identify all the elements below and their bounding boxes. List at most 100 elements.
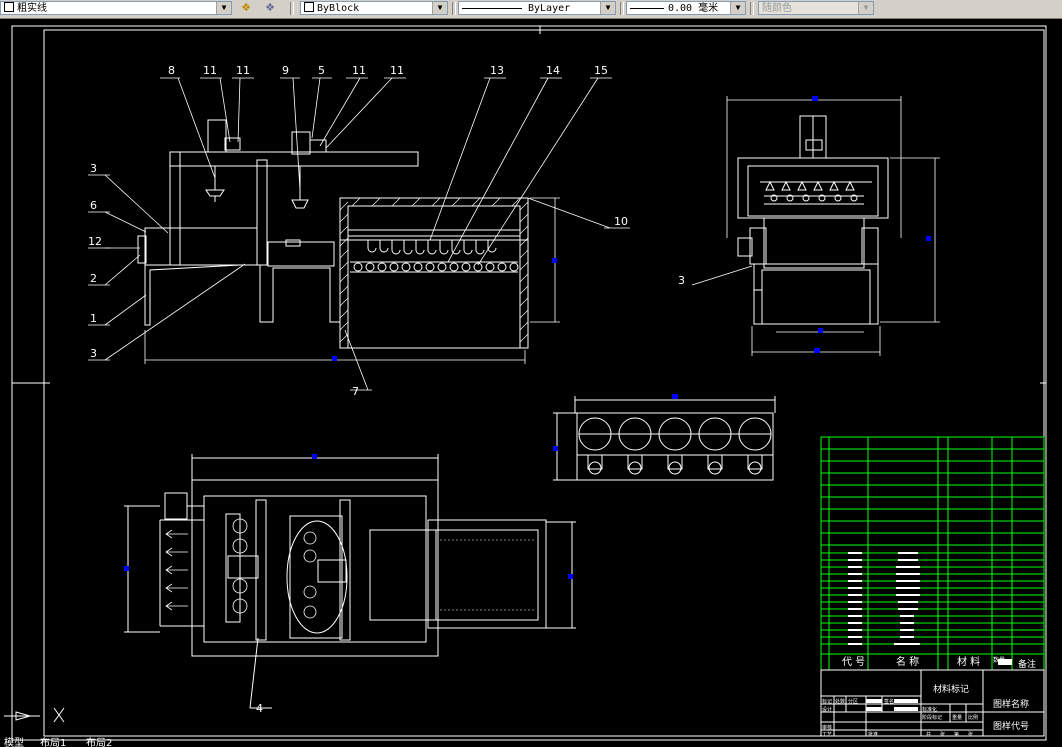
tab-layout1[interactable]: 布局1 <box>40 737 66 747</box>
row-label: 标记 <box>822 698 832 705</box>
chevron-down-icon[interactable]: ▼ <box>600 2 615 14</box>
color-swatch <box>304 2 314 12</box>
ucs-icon <box>4 707 65 723</box>
title-block <box>820 669 1045 737</box>
row-label: 工艺 <box>822 732 832 738</box>
linetype-value: ByLayer <box>528 3 571 14</box>
row-label: 比例 <box>968 714 978 721</box>
dimension-text-marker <box>812 96 818 101</box>
dimension-text-marker <box>926 236 931 241</box>
callout-3: 3 <box>90 347 97 360</box>
chevron-down-icon[interactable]: ▼ <box>432 2 447 14</box>
header-code: 代 号 <box>842 656 865 668</box>
callout-11: 11 <box>390 64 404 77</box>
row-label: 审核 <box>822 724 832 731</box>
row-label: 标准化 <box>922 706 937 713</box>
qty-fill <box>998 659 1012 665</box>
drawing-name: 图样名称 <box>993 698 1029 710</box>
callout-6: 6 <box>90 199 97 212</box>
plotstyle-value: 随颜色 <box>762 3 792 14</box>
conveyor-hatching <box>339 197 529 343</box>
row-label: 张 <box>968 731 973 738</box>
toolbar-separator <box>750 2 754 15</box>
callout-7: 7 <box>352 385 359 398</box>
callout-3: 3 <box>90 162 97 175</box>
row-label: 张 <box>940 731 945 738</box>
tab-layout2[interactable]: 布局2 <box>86 737 112 747</box>
chevron-down-icon[interactable]: ▼ <box>730 2 745 14</box>
hanger-row <box>350 240 518 273</box>
detail-view <box>553 396 776 481</box>
header-note: 备注 <box>1018 658 1036 670</box>
top-view <box>124 454 576 709</box>
layer-dropdown[interactable]: 粗实线 ▼ <box>0 1 232 15</box>
side-dimensions <box>691 96 940 356</box>
row-label: 共 <box>926 731 931 738</box>
callout-9: 9 <box>282 64 289 77</box>
front-dimensions <box>144 197 560 364</box>
callout-11: 11 <box>236 64 250 77</box>
row-label: 处数 <box>835 698 845 705</box>
row-label: 设计 <box>822 706 832 713</box>
parts-list-header: 代 号 名 称 材 料 数量 备注 <box>842 655 1036 670</box>
row-label: 签名 <box>884 698 894 705</box>
roller-row <box>353 262 519 272</box>
dimension-text-marker <box>124 566 129 571</box>
callout-2: 2 <box>90 272 97 285</box>
lineweight-dropdown[interactable]: 0.00 毫米 ▼ <box>626 1 746 15</box>
tab-model[interactable]: 模型 <box>4 736 24 747</box>
leader-lines <box>88 77 630 391</box>
lineweight-sample <box>630 7 664 9</box>
callout-5: 5 <box>318 64 325 77</box>
front-view <box>137 119 529 349</box>
callout-12: 12 <box>88 235 102 248</box>
drawing-frame <box>11 25 1047 741</box>
color-value: ByBlock <box>317 3 360 14</box>
callout-15: 15 <box>594 64 608 77</box>
plotstyle-dropdown[interactable]: 随颜色 ▼ <box>758 1 874 15</box>
lineweight-value: 0.00 毫米 <box>668 3 719 14</box>
row-label: 阶段标记 <box>922 714 942 721</box>
title-block-fills <box>866 699 918 711</box>
callout-labels: 8 11 11 9 5 11 11 13 14 15 3 6 12 2 1 3 … <box>88 64 685 715</box>
chevron-down-icon[interactable]: ▼ <box>858 2 873 14</box>
dimension-text-marker <box>672 394 678 399</box>
callout-11: 11 <box>203 64 217 77</box>
linetype-dropdown[interactable]: ByLayer ▼ <box>458 1 616 15</box>
side-view <box>737 115 889 325</box>
chevron-down-icon[interactable]: ▼ <box>216 2 231 14</box>
layer-color-swatch <box>4 2 14 12</box>
row-label: 第 <box>954 731 959 738</box>
callout-13: 13 <box>490 64 504 77</box>
properties-toolbar: 粗实线 ▼ ❖ ❖ ByBlock ▼ ByLayer ▼ 0.00 毫米 ▼ … <box>0 0 1062 19</box>
dimension-text-marker <box>814 348 820 353</box>
layer-name: 粗实线 <box>17 3 47 14</box>
layer-previous-icon[interactable]: ❖ <box>265 1 275 14</box>
toolbar-separator <box>290 2 294 15</box>
toolbar-separator <box>452 2 456 15</box>
side-view-grippers <box>765 180 858 202</box>
row-label: 批准 <box>868 731 878 738</box>
title-block-text: 材料标记 图样名称 图样代号 标记 处数 分区 签名 设计 标准化 阶段标记 重… <box>822 683 1029 738</box>
layout-tabs: 模型 布局1 布局2 <box>4 736 112 747</box>
callout-3-side: 3 <box>678 274 685 287</box>
dimension-text-marker <box>332 356 337 361</box>
callout-11: 11 <box>352 64 366 77</box>
callout-1: 1 <box>90 312 97 325</box>
top-view-hidden-lines <box>440 539 536 611</box>
dimension-text-marker <box>818 328 823 333</box>
layer-manager-icon[interactable]: ❖ <box>241 1 251 14</box>
drawing-code: 图样代号 <box>993 720 1029 732</box>
linetype-sample <box>462 7 522 9</box>
dimension-text-marker <box>312 454 317 459</box>
dimension-text-marker <box>568 574 573 579</box>
dimension-text-marker <box>553 446 558 451</box>
header-name: 名 称 <box>896 655 919 668</box>
color-dropdown[interactable]: ByBlock ▼ <box>300 1 448 15</box>
material-mark: 材料标记 <box>933 683 969 695</box>
row-label: 重量 <box>952 714 962 721</box>
top-view-arrows <box>165 518 317 619</box>
callout-10: 10 <box>614 215 628 228</box>
row-label: 分区 <box>848 698 858 705</box>
